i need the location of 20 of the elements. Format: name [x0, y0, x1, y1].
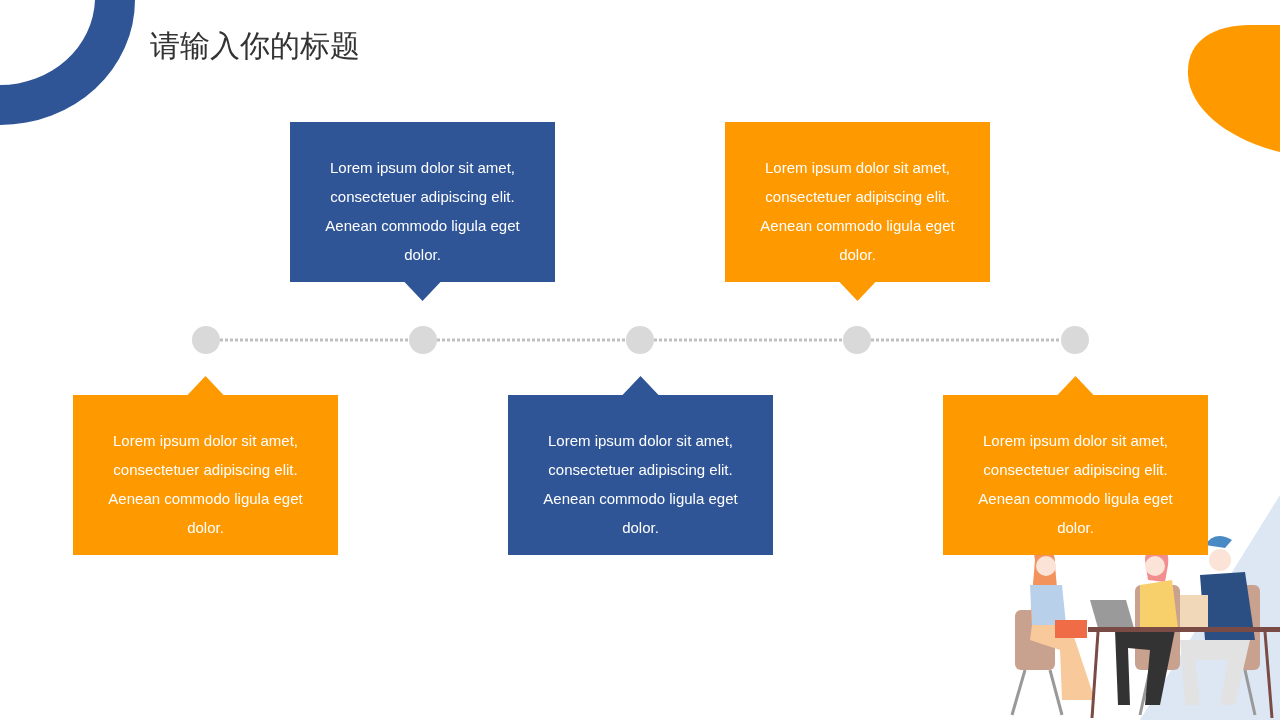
callout-box [290, 122, 555, 301]
callout-text: Lorem ipsum dolor sit amet, consectetuer adipiscing elit. Aenean commodo ligula eget dolor. [759, 158, 956, 265]
callout-box [508, 376, 773, 555]
callout-text: Lorem ipsum dolor sit amet, consectetuer adipiscing elit. Aenean commodo ligula eget dolor. [542, 431, 739, 538]
callout-text: Lorem ipsum dolor sit amet, consectetuer adipiscing elit. Aenean commodo ligula eget dolor. [107, 431, 304, 538]
callout-box [73, 376, 338, 555]
timeline-dot [409, 326, 437, 354]
callout-text: Lorem ipsum dolor sit amet, consectetuer adipiscing elit. Aenean commodo ligula eget dolor. [324, 158, 521, 265]
callout-box [725, 122, 990, 301]
dotted-connector [437, 338, 626, 342]
dotted-connector [871, 338, 1061, 342]
timeline-dot [843, 326, 871, 354]
title: 请输入你的标题 [150, 27, 360, 65]
dotted-connector [654, 338, 843, 342]
callout-text: Lorem ipsum dolor sit amet, consectetuer adipiscing elit. Aenean commodo ligula eget dolor. [977, 431, 1174, 538]
timeline-dot [192, 326, 220, 354]
dotted-connector [220, 338, 409, 342]
callout-box [943, 376, 1208, 555]
timeline-dot [1061, 326, 1089, 354]
timeline-dot [626, 326, 654, 354]
